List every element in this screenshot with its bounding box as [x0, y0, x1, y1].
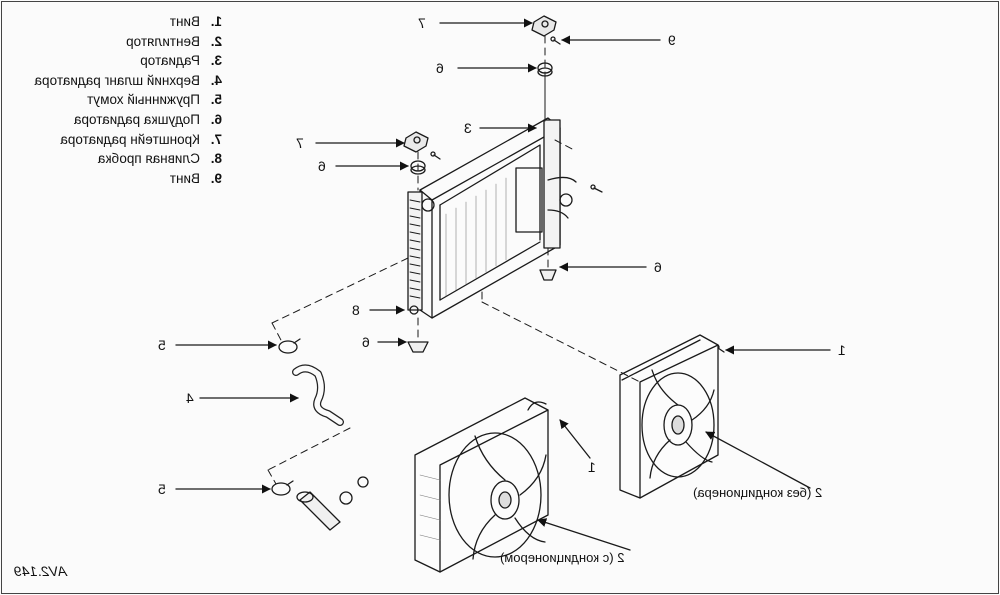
callout-7-top: 7 [418, 15, 426, 31]
fan-without-ac [619, 334, 719, 499]
legend-item: 3.Радиатор [140, 53, 222, 69]
legend-item: 5.Пружинный хомут [87, 92, 222, 108]
upper-radiator-hose [292, 364, 344, 426]
legend-item: 9.Винт [169, 170, 222, 186]
callout-1-right: 1 [838, 342, 846, 358]
lower-hose-fitting [296, 476, 369, 531]
cushion-bottom-right [539, 269, 557, 281]
legend-item: 6.Подушка радиатора [73, 111, 222, 127]
callout-6-bottom-right: 6 [654, 259, 662, 275]
callout-4: 4 [186, 390, 194, 406]
callout-8: 8 [352, 302, 360, 318]
caption-fan-with-ac: 2 (с кондиционером) [500, 550, 625, 565]
parts-legend: 1.Винт 2.Вентилятор 3.Радиатор 4.Верхний… [12, 12, 222, 188]
screws [430, 36, 725, 353]
callout-6-bottom-left: 6 [362, 334, 370, 350]
legend-item: 8.Сливная пробка [97, 151, 222, 167]
cushion-bottom-left [407, 341, 429, 353]
fan-with-ac [414, 397, 549, 573]
callout-3: 3 [464, 120, 472, 136]
callout-5-upper: 5 [158, 337, 166, 353]
callout-5-lower: 5 [158, 481, 166, 497]
bracket-top-left [403, 131, 429, 153]
callout-9: 9 [668, 32, 676, 48]
callout-6-left: 6 [318, 158, 326, 174]
radiator [407, 117, 577, 319]
figure-id: AV2.149 [14, 563, 67, 579]
bracket-top-right [531, 15, 557, 37]
legend-item: 4.Верхний шланг радиатора [34, 72, 222, 88]
callout-1-lower: 1 [588, 459, 596, 475]
leader-arrows [175, 18, 831, 551]
drain-plug [409, 305, 419, 315]
spring-clamp-upper [278, 338, 301, 354]
spring-clamp-lower [271, 480, 294, 496]
legend-item: 7.Кронштейн радиатора [60, 131, 222, 147]
assembly-lines [267, 35, 641, 485]
legend-item: 2.Вентилятор [126, 33, 222, 49]
callout-7-left: 7 [296, 135, 304, 151]
caption-fan-without-ac: 2 (без кондиционера) [693, 485, 823, 500]
legend-item: 1.Винт [169, 14, 222, 29]
callout-6-top: 6 [436, 60, 444, 76]
